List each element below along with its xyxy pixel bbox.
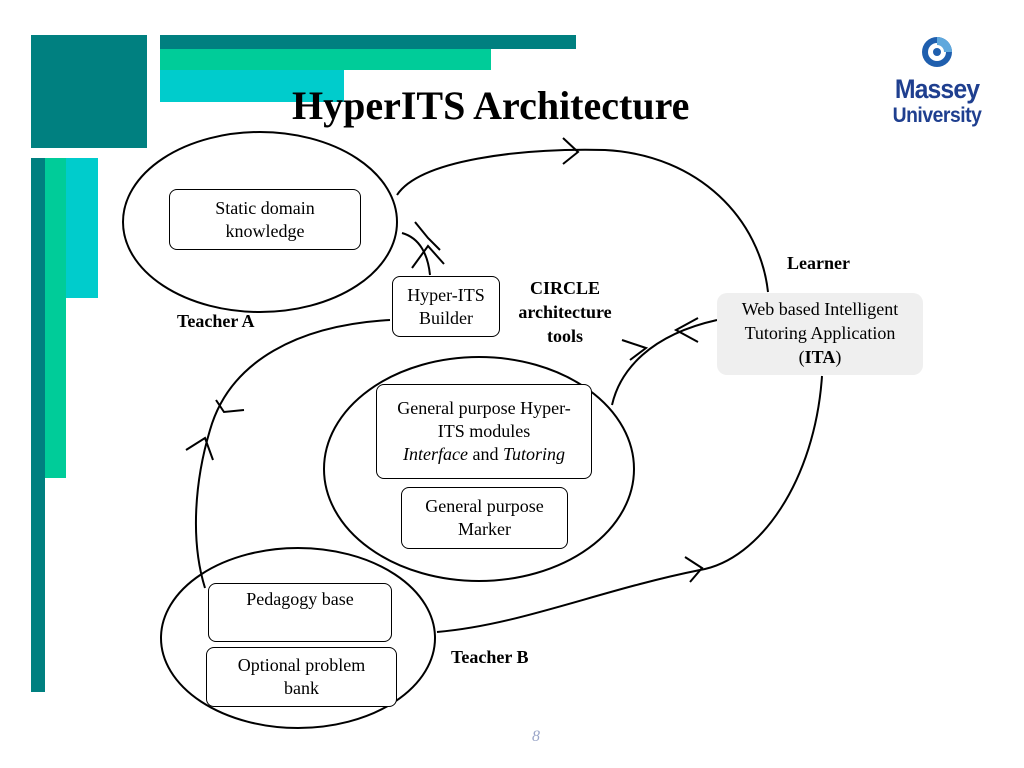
deco-bar-top-1 bbox=[160, 35, 576, 49]
logo-text-massey: Massey bbox=[894, 74, 980, 104]
circle-tools-label: CIRCLE architecture tools bbox=[518, 278, 612, 346]
deco-bar-left-2 bbox=[45, 158, 66, 478]
arc-teacher-a-to-learner bbox=[396, 148, 769, 293]
arc-builder-to-teacher-b bbox=[194, 319, 391, 589]
page-number: 8 bbox=[532, 728, 540, 745]
deco-bar-left-3 bbox=[66, 158, 98, 298]
teacher-a-label: Teacher A bbox=[177, 311, 255, 331]
ita-box: Web based Intelligent Tutoring Applicati… bbox=[717, 293, 923, 375]
swirl-logo-icon bbox=[922, 37, 952, 67]
teacher-b-ellipse bbox=[160, 547, 436, 729]
arrow-head-builder bbox=[414, 221, 441, 251]
general-purpose-modules-box: General purpose Hyper- ITS modules Inter… bbox=[376, 384, 592, 479]
arc-builder-to-teacher-a bbox=[401, 232, 431, 276]
circle-tools-ellipse bbox=[323, 356, 635, 582]
arrow-head-left-1 bbox=[215, 399, 245, 414]
deco-bar-top-2 bbox=[160, 49, 491, 70]
arrow-head-left-2 bbox=[185, 436, 214, 461]
teacher-a-ellipse bbox=[122, 131, 398, 313]
deco-square bbox=[31, 35, 147, 148]
arc-circle-to-ita bbox=[611, 319, 718, 406]
logo-text-university: University bbox=[892, 104, 982, 127]
page-title: HyperITS Architecture bbox=[292, 83, 690, 128]
arrow-head-top bbox=[562, 137, 580, 165]
arrow-head-ita bbox=[673, 317, 699, 343]
deco-bar-left-1 bbox=[31, 158, 45, 692]
learner-label: Learner bbox=[787, 253, 850, 273]
teacher-b-label: Teacher B bbox=[451, 647, 529, 667]
deco-bar-top-3 bbox=[160, 70, 344, 102]
arrow-head-builder-2 bbox=[411, 244, 445, 269]
pedagogy-base-box: Pedagogy base bbox=[208, 583, 392, 642]
massey-logo: Massey University bbox=[884, 34, 990, 134]
arrow-head-circle bbox=[621, 339, 649, 361]
arrow-head-teacher-b bbox=[684, 556, 704, 583]
